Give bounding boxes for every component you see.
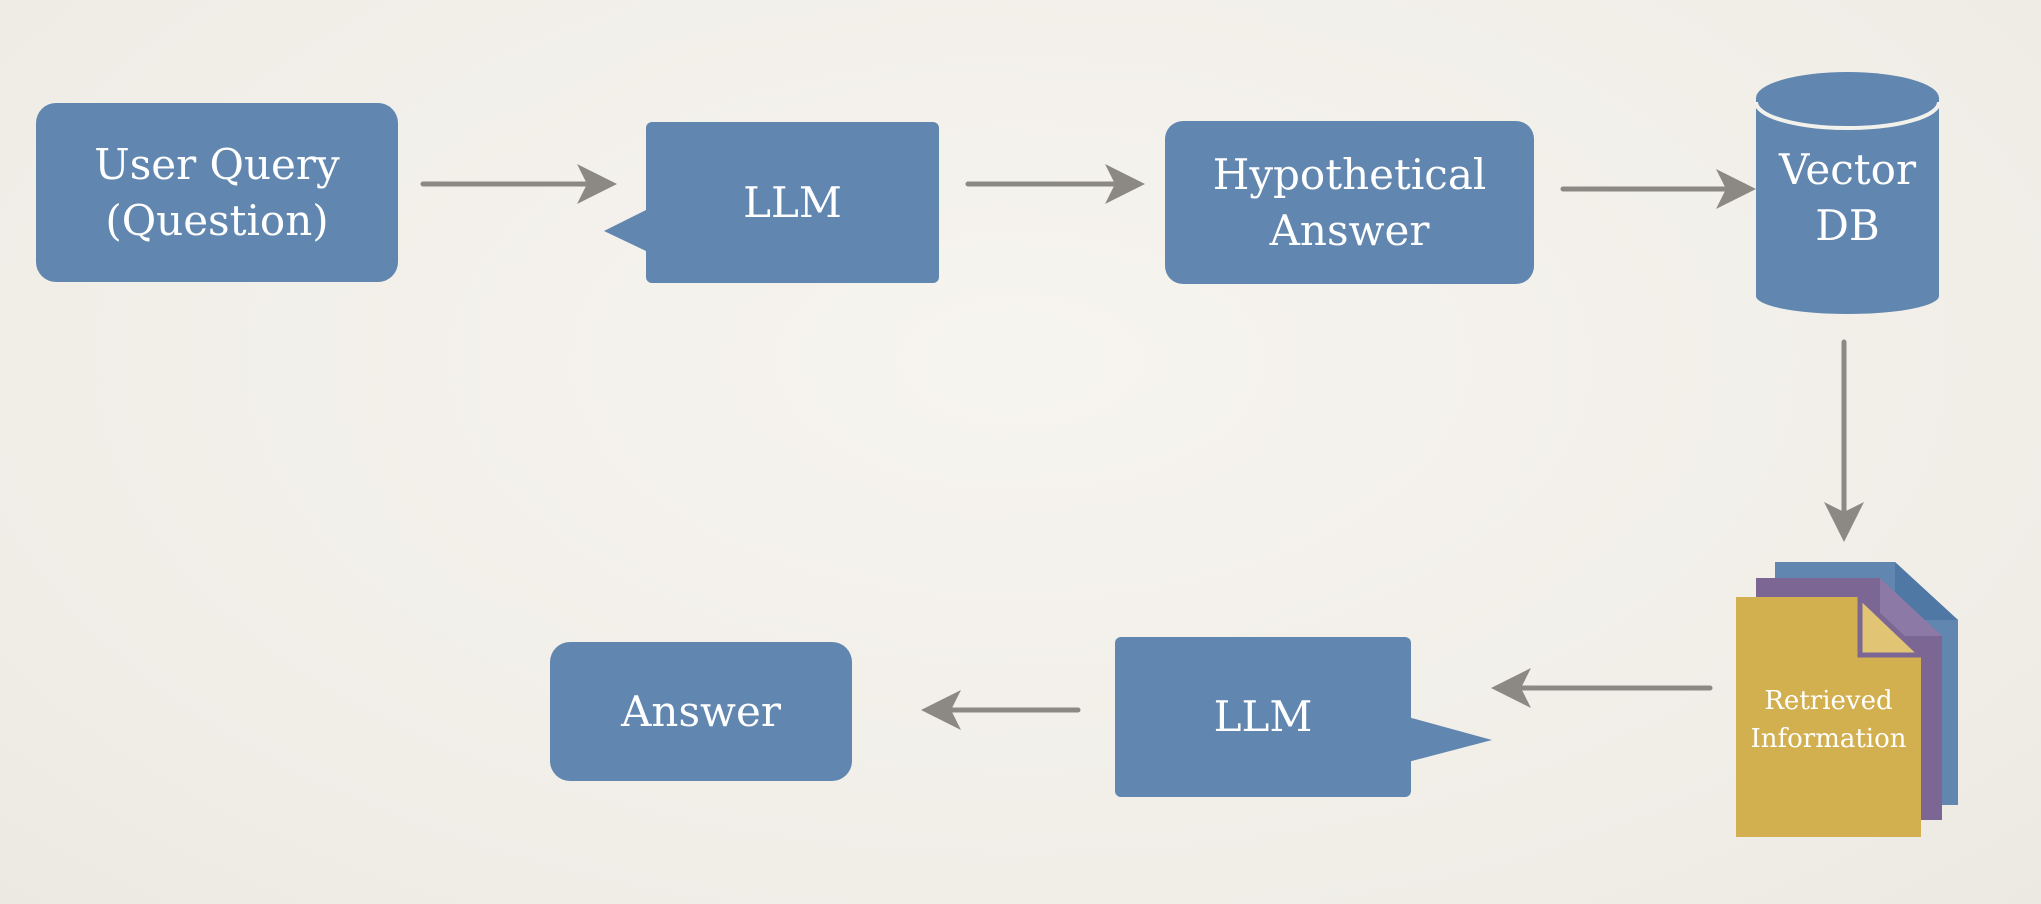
llm-top-bubble-tail (604, 209, 648, 252)
retrieved-information-line2: Information (1750, 724, 1907, 754)
hypothetical-answer-node: Hypothetical Answer (1165, 121, 1534, 284)
retrieved-information-label: Retrieved Information (1736, 682, 1921, 758)
vector-db-label: Vector DB (1756, 142, 1939, 254)
retrieved-information-line1: Retrieved (1764, 686, 1893, 716)
user-query-node: User Query (Question) (36, 103, 398, 282)
hypothetical-answer-line1: Hypothetical (1212, 149, 1487, 199)
user-query-line1: User Query (94, 139, 340, 189)
llm-top-label: LLM (743, 177, 842, 227)
answer-label: Answer (621, 686, 781, 736)
llm-top-node: LLM (646, 122, 939, 283)
user-query-label: User Query (Question) (94, 137, 339, 249)
user-query-line2: (Question) (105, 195, 329, 245)
answer-node: Answer (550, 642, 852, 781)
vector-db-line2: DB (1815, 201, 1880, 250)
vector-db-line1: Vector (1778, 145, 1917, 194)
hypothetical-answer-label: Hypothetical Answer (1213, 147, 1487, 259)
llm-bottom-label: LLM (1213, 692, 1313, 741)
hypothetical-answer-line2: Answer (1269, 205, 1430, 255)
llm-bottom-bubble-tail (1408, 717, 1492, 762)
llm-bottom-node: LLM (1115, 637, 1411, 797)
